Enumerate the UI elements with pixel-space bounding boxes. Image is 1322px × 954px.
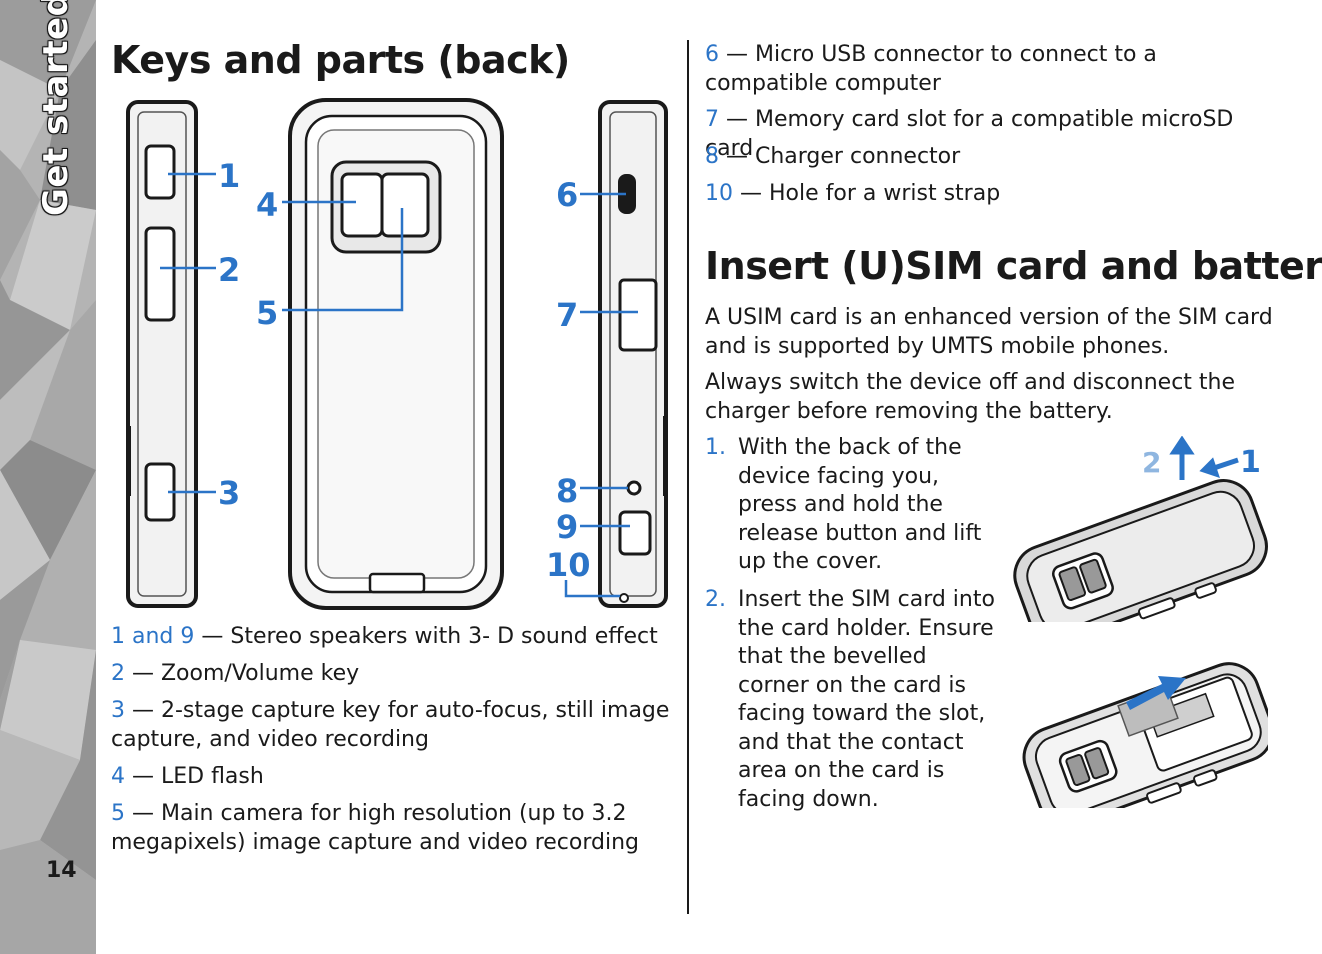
item-text: — 2-stage capture key for auto-focus, st… [111,698,670,752]
heading-insert-sim: Insert (U)SIM card and battery [705,244,1322,288]
item-number: 8 [705,144,719,169]
callout-3: 3 [218,474,240,512]
item-number: 4 [111,764,125,789]
callout-8: 8 [556,472,578,510]
faceted-pattern [0,0,96,954]
list-item: 10 — Hole for a wrist strap [705,179,1280,208]
step-number: 2. [705,587,726,612]
item-text: — Micro USB connector to connect to a co… [705,42,1157,96]
cover-callout-1: 1 [1240,445,1261,480]
list-item: 4 — LED flash [111,762,671,791]
callout-1: 1 [218,157,240,195]
list-item: 5 — Main camera for high resolution (up … [111,799,651,857]
column-divider [687,40,689,914]
list-item: 1 and 9 — Stereo speakers with 3- D soun… [111,622,671,651]
list-item: 2 — Zoom/Volume key [111,659,671,688]
side-band: Get started 14 [0,0,96,954]
intro-paragraph: A USIM card is an enhanced version of th… [705,305,1273,359]
section-tab-label: Get started [36,0,76,216]
step-1: 1. With the back of the device facing yo… [705,434,1005,584]
callout-4: 4 [256,186,278,224]
item-number: 5 [111,801,125,826]
item-number: 2 [111,661,125,686]
callout-2: 2 [218,251,240,289]
cover-callout-2: 2 [1142,446,1161,479]
remove-cover-illustration: 2 1 [1013,436,1268,622]
list-item: 8 — Charger connector [705,142,1280,171]
callout-7: 7 [556,296,578,334]
callout-numbers: 1 2 3 4 5 6 7 8 9 10 [218,157,591,584]
callout-6: 6 [556,176,578,214]
list-item: 7 — Memory card slot for a compatible mi… [705,105,1280,163]
phone-right-side-illustration [598,100,668,608]
callout-5: 5 [256,294,278,332]
heading-keys-and-parts: Keys and parts (back) [111,38,570,82]
callout-10: 10 [546,546,591,584]
callout-9: 9 [556,508,578,546]
item-text: — Memory card slot for a compatible micr… [705,107,1234,161]
item-number: 10 [705,181,733,206]
callout-leader-lines [160,172,638,598]
list-item: 6 — Micro USB connector to connect to a … [705,40,1280,98]
item-text: — LED flash [125,764,264,789]
phone-back-illustration [288,98,504,610]
item-text: — Main camera for high resolution (up to… [111,801,639,855]
step-text: With the back of the device facing you, … [738,435,982,574]
step-text: Insert the SIM card into the card holder… [738,587,995,812]
item-text: — Stereo speakers with 3- D sound effect [194,624,658,649]
item-number: 1 and 9 [111,624,195,649]
item-number: 6 [705,42,719,67]
item-text: — Charger connector [719,144,961,169]
warning-paragraph: Always switch the device off and disconn… [705,370,1236,424]
phone-back-diagram: 1 2 3 4 5 6 7 8 9 10 [126,98,668,610]
step-2: 2. Insert the SIM card into the card hol… [705,586,1005,812]
item-text: — Hole for a wrist strap [733,181,1001,206]
phone-left-side-illustration [126,100,198,608]
item-text: — Zoom/Volume key [125,661,360,686]
item-number: 7 [705,107,719,132]
insert-sim-illustration [1022,662,1268,808]
step-number: 1. [705,435,726,460]
item-number: 3 [111,698,125,723]
list-item: 3 — 2-stage capture key for auto-focus, … [111,696,671,754]
page-number: 14 [46,858,77,883]
